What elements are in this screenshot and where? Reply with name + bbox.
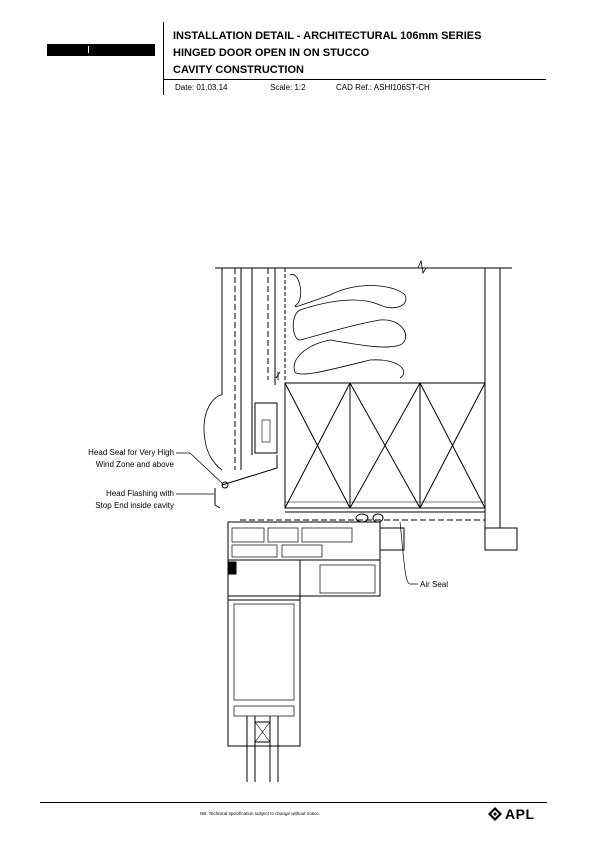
- leader-head-seal: [176, 452, 224, 485]
- door-stile-chamber: [233, 603, 295, 701]
- label-head-seal-2: Wind Zone and above: [95, 460, 174, 469]
- spacer: [254, 721, 271, 743]
- label-head-flashing-2: Stop End inside cavity: [95, 501, 174, 510]
- air-seal-1: [355, 513, 369, 523]
- frame-head-lip: [379, 527, 405, 551]
- head-bracket: [254, 402, 278, 454]
- lintel-cross-3b: [419, 382, 486, 509]
- date-text: Date: 01.03.14: [175, 83, 228, 92]
- door-stile: [227, 595, 301, 747]
- sash-side: [299, 559, 381, 597]
- footer-divider: [40, 802, 547, 803]
- scale-text: Scale: 1:2: [270, 83, 306, 92]
- insulation-batts: [289, 274, 407, 379]
- frame-head-chamber-5: [281, 544, 323, 558]
- header-divider-vertical: [163, 22, 164, 95]
- door-stile-rail: [233, 705, 295, 717]
- logo-text: APL: [505, 806, 535, 822]
- cad-ref-text: CAD Ref.: ASHI106ST-CH: [336, 83, 430, 92]
- leader-air-seal: [399, 521, 418, 585]
- tab-mark: [88, 46, 89, 53]
- spacer-x2: [254, 721, 271, 743]
- frame-head-chamber-2: [267, 527, 299, 543]
- lintel-cross-1b: [284, 382, 351, 509]
- footer-note: NB. Technical specification subject to c…: [200, 811, 320, 816]
- title-line-1: INSTALLATION DETAIL - ARCHITECTURAL 106m…: [173, 30, 482, 42]
- header-divider-horizontal: [163, 79, 546, 80]
- right-trim: [484, 527, 518, 551]
- sash-chamber: [319, 564, 376, 594]
- sash-gasket: [227, 561, 237, 575]
- head-bracket-inner: [261, 419, 271, 443]
- air-seal-2: [372, 513, 384, 523]
- apl-logo: APL: [488, 806, 535, 822]
- title-line-3: CAVITY CONSTRUCTION: [173, 64, 304, 76]
- frame-head-chamber-1: [231, 527, 265, 543]
- label-head-seal-1: Head Seal for Very High: [88, 448, 174, 457]
- title-line-2: HINGED DOOR OPEN IN ON STUCCO: [173, 47, 370, 59]
- sash-top: [227, 559, 301, 601]
- header-tab: [47, 44, 155, 56]
- label-air-seal: Air Seal: [420, 580, 449, 589]
- apl-logo-icon: [488, 807, 502, 821]
- label-head-flashing-1: Head Flashing with: [105, 489, 174, 498]
- head-flashing: [221, 455, 278, 486]
- frame-head-chamber-3: [301, 527, 353, 543]
- fixing-mark: [275, 371, 281, 380]
- flashing-stop-end: [214, 488, 221, 509]
- cladding-curve: [203, 394, 223, 471]
- break-mark: [417, 259, 427, 275]
- lintel-cross-2b: [349, 382, 421, 509]
- drawing-title: INSTALLATION DETAIL - ARCHITECTURAL 106m…: [173, 28, 481, 79]
- head-seal-circle: [221, 481, 229, 489]
- frame-head-chamber-4: [231, 544, 278, 558]
